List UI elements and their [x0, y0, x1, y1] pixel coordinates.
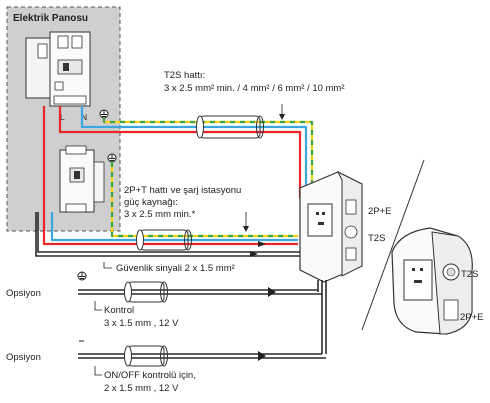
charging-station-detail: [391, 227, 473, 335]
option2-cable: [78, 353, 326, 359]
charging-station: [299, 170, 363, 283]
electric-panel: Elektrik Panosu L N: [6, 6, 121, 232]
control-cable-riser: [317, 280, 327, 354]
circuit-breaker: [59, 145, 105, 213]
option2-label: Opsiyon: [6, 352, 41, 363]
supply-line-text-3: 3 x 2.5 mm min.*: [124, 209, 196, 220]
supply-line-text-1: 2P+T hattı ve şarj istasyonu: [124, 185, 241, 196]
safety-signal-cable: [35, 212, 300, 257]
panel-title: Elektrik Panosu: [13, 13, 88, 24]
option2-title: ON/OFF kontrolü için,: [104, 370, 196, 381]
station-2pe-label: 2P+E: [368, 206, 392, 217]
station-t2s-label: T2S: [368, 233, 385, 244]
supply-line-text-2: güç kaynağı:: [124, 197, 178, 208]
differential-breaker: [25, 31, 91, 107]
t2s-line-title: T2S hattı:: [164, 70, 205, 81]
cable-sleeve: [124, 281, 168, 303]
cable-sleeve: [136, 229, 192, 251]
terminal-n-label: N: [81, 112, 87, 122]
divider-line: [361, 159, 425, 331]
option1-spec: 3 x 1.5 mm , 12 V: [104, 318, 179, 329]
option2-spec: 2 x 1.5 mm , 12 V: [104, 383, 179, 394]
safety-signal-label: Güvenlik sinyali 2 x 1.5 mm²: [116, 263, 235, 274]
detail-2pe-label: 2P+E: [460, 312, 484, 323]
earth-terminal-icon: [77, 271, 87, 281]
arrow-right-icon: [258, 241, 266, 247]
cable-sleeve: [196, 115, 264, 139]
option1-label: Opsiyon: [6, 288, 41, 299]
detail-t2s-label: T2S: [461, 269, 478, 280]
t2s-line-spec: 3 x 2.5 mm² min. / 4 mm² / 6 mm² / 10 mm…: [164, 83, 345, 94]
t2s-cable: [58, 106, 314, 198]
earth-terminal-icon: [99, 109, 109, 119]
arrow-right-icon: [258, 351, 266, 361]
cable-sleeve: [124, 345, 168, 367]
supply-cable: [42, 106, 298, 246]
arrow-right-icon: [268, 287, 276, 297]
label-leaders: [94, 104, 285, 376]
option1-cable: [78, 289, 322, 295]
earth-terminal-icon: [107, 153, 117, 163]
arrow-left-icon: [250, 251, 258, 257]
terminal-l-label: L: [60, 112, 65, 122]
option1-title: Kontrol: [104, 305, 134, 316]
